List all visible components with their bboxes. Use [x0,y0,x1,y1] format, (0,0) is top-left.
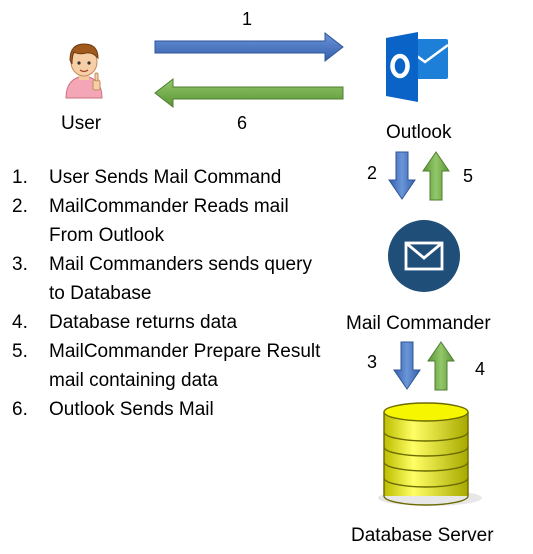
arrow-outlook-to-commander [388,151,416,200]
arrow-user-to-outlook [154,31,344,63]
arrow-label-commander-to-outlook: 5 [463,166,474,186]
steps-list: 1. User Sends Mail Command 2. MailCommande… [12,163,332,424]
arrow-label-commander-to-db: 3 [367,352,378,372]
step-text: Outlook Sends Mail [49,399,214,420]
step-text: Database returns data [49,312,238,333]
arrow-commander-to-outlook [422,151,450,201]
step-number: 5. [12,341,28,362]
step-number: 3. [12,254,28,275]
list-item: 2. MailCommander Reads mail From Outlook [12,192,332,250]
step-number: 4. [12,312,28,333]
step-text: MailCommander Prepare Result mail contai… [49,341,321,391]
arrow-db-to-commander [427,341,455,391]
database-server-label: Database Server [351,525,494,546]
envelope-circle-icon [388,220,460,292]
list-item: 1. User Sends Mail Command [12,163,332,192]
arrow-commander-to-db [393,341,421,390]
list-item: 4. Database returns data [12,308,332,337]
step-number: 6. [12,399,28,420]
list-item: 3. Mail Commanders sends query to Databas… [12,250,332,308]
arrow-label-db-to-commander: 4 [475,359,486,379]
mail-commander-label: Mail Commander [346,313,491,334]
user-avatar-icon [65,43,103,99]
outlook-logo-icon [386,32,449,102]
step-number: 2. [12,196,28,217]
user-label: User [61,113,102,134]
arrow-label-outlook-to-user: 6 [237,113,248,133]
step-number: 1. [12,167,28,188]
step-text: User Sends Mail Command [49,167,282,188]
arrow-outlook-to-user [154,77,344,109]
list-item: 6. Outlook Sends Mail [12,395,332,424]
database-cylinder-icon [378,402,482,506]
list-item: 5. MailCommander Prepare Result mail cont… [12,337,332,395]
arrow-label-user-to-outlook: 1 [242,9,253,29]
step-text: Mail Commanders sends query to Database [49,254,312,304]
outlook-label: Outlook [386,122,452,143]
step-text: MailCommander Reads mail From Outlook [49,196,289,246]
arrow-label-outlook-to-commander: 2 [367,163,378,183]
